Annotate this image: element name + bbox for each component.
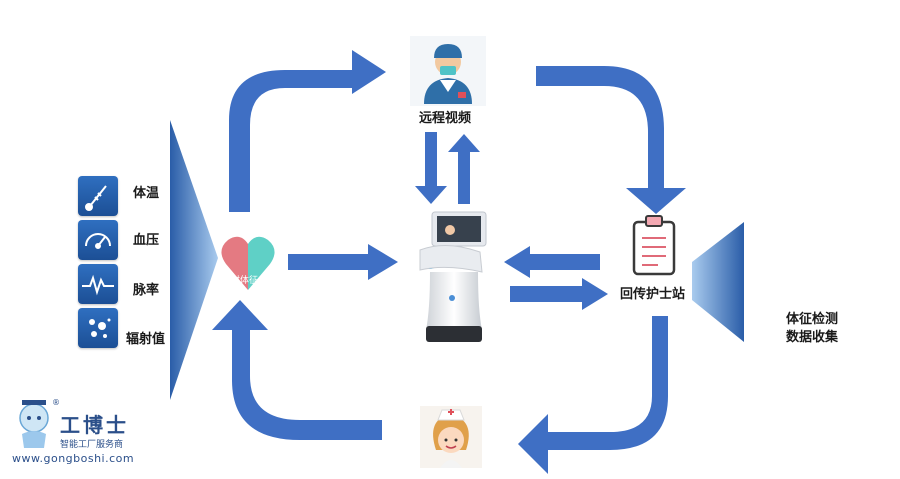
arrow-station-to-robot (504, 246, 600, 278)
arrow-robot-to-video (448, 134, 480, 204)
blood-pressure-icon (78, 220, 118, 260)
watermark-subtitle: 智能工厂服务商 (60, 440, 124, 450)
radiation-label: 辐射值 (126, 332, 166, 347)
right-funnel-shape (692, 222, 744, 342)
registered-mark: ® (52, 398, 60, 407)
arrow-video-to-station (536, 66, 686, 214)
heart-icon (221, 236, 275, 290)
remote-video-label: 远程视频 (419, 111, 472, 126)
robot-image (419, 211, 487, 342)
temperature-icon (78, 176, 118, 216)
arrow-heart-to-video (229, 50, 386, 212)
clipboard-icon (632, 215, 676, 276)
left-funnel-shape (170, 120, 218, 400)
blood-pressure-label: 血压 (133, 233, 160, 248)
arrow-nurse-to-heart (212, 300, 382, 440)
pulse-icon (78, 264, 118, 304)
nurse-station-label: 回传护士站 (620, 287, 686, 302)
pulse-label: 脉率 (133, 283, 160, 298)
radiation-icon (78, 308, 118, 348)
watermark-mascot (19, 400, 49, 448)
arrow-video-to-robot (415, 132, 447, 204)
nurse-icon (420, 406, 482, 468)
arrow-robot-to-station (510, 278, 608, 310)
doctor-icon (410, 36, 486, 106)
vitals-collection-label: 体征检测 数据收集 (786, 312, 839, 345)
heart-overlay-text: 实时体征 (222, 276, 259, 286)
watermark-brand: 工博士 (60, 413, 129, 437)
arrow-heart-to-robot (288, 244, 398, 280)
temperature-label: 体温 (133, 186, 160, 201)
arrow-station-to-nurse (518, 316, 668, 474)
watermark-url: www.gongboshi.com (12, 452, 135, 465)
